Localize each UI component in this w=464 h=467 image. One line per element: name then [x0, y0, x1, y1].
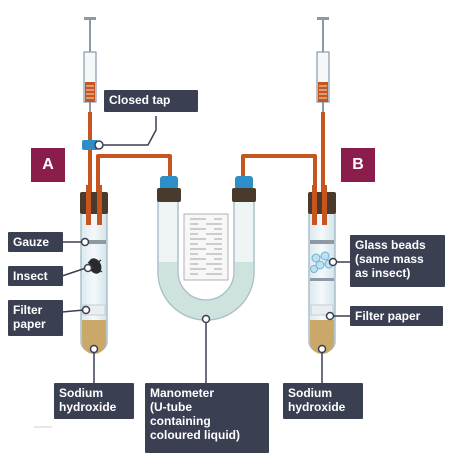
badge-a: A	[31, 148, 65, 182]
label-sodium-hydroxide-left: Sodium hydroxide	[54, 383, 134, 419]
syringe-left	[83, 17, 97, 112]
syringe-right	[316, 17, 330, 112]
manometer-u-tube	[157, 176, 256, 321]
label-closed-tap: Closed tap	[104, 90, 198, 112]
tube-b	[308, 185, 336, 354]
leader-dots	[80, 237, 338, 354]
badge-b: B	[341, 148, 375, 182]
leader-lines	[61, 241, 352, 383]
glass-beads	[310, 251, 334, 273]
label-filter-paper-left: Filter paper	[8, 300, 63, 336]
label-filter-paper-right: Filter paper	[350, 306, 443, 326]
label-gauze: Gauze	[8, 232, 63, 252]
label-manometer: Manometer (U-tube containing coloured li…	[145, 383, 269, 453]
label-glass-beads: Glass beads (same mass as insect)	[350, 235, 445, 287]
label-sodium-hydroxide-right: Sodium hydroxide	[283, 383, 363, 419]
closed-tap	[82, 116, 157, 150]
connecting-tubes	[88, 112, 325, 222]
label-insect: Insect	[8, 266, 63, 286]
